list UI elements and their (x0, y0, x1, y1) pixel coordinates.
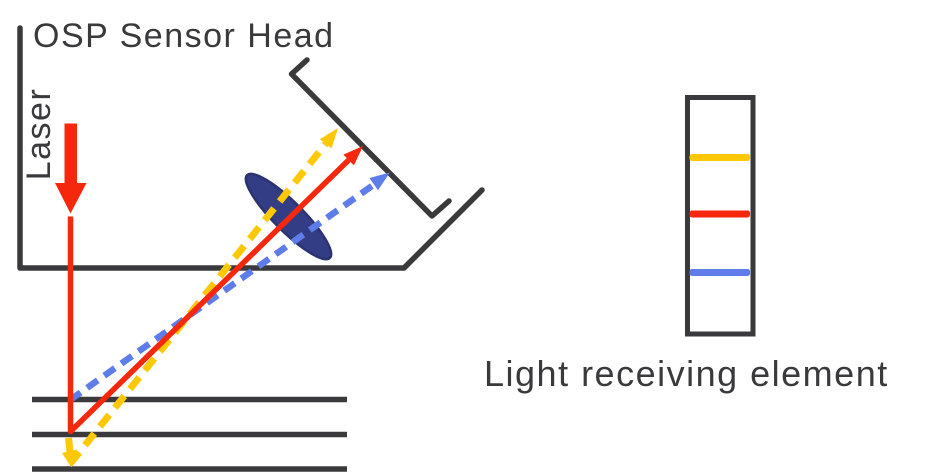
reflected-ray-yellow (62, 128, 338, 468)
receiving-element-band-yellow (689, 154, 750, 161)
page-title: OSP Sensor Head (33, 17, 335, 55)
sensor-head-outline (17, 25, 485, 271)
laser-label: Laser (20, 87, 58, 181)
reflected-ray-yellow-arrowhead (319, 128, 338, 149)
receiving-element-band-red (689, 210, 750, 218)
laser-arrow (55, 123, 87, 214)
laser-arrow-shaft (64, 123, 77, 184)
laser-continuation-yellow-line (65, 437, 74, 453)
detector-window-bracket (288, 57, 452, 219)
reflected-ray-red (67, 146, 363, 435)
reflected-ray-red-arrowhead (343, 146, 363, 166)
laser-arrow-head (55, 183, 87, 214)
reflected-ray-blue (68, 172, 390, 403)
receiving-element-band-blue (689, 269, 750, 276)
laser-beam-and-red-reflection (67, 158, 351, 435)
receiving-element-label: Light receiving element (484, 353, 889, 394)
laser-continuation-yellow-arrowhead (62, 449, 77, 468)
reflected-ray-blue-line (68, 181, 376, 403)
reflected-ray-blue-arrowhead (369, 172, 390, 191)
receiving-element-frame (685, 95, 756, 337)
